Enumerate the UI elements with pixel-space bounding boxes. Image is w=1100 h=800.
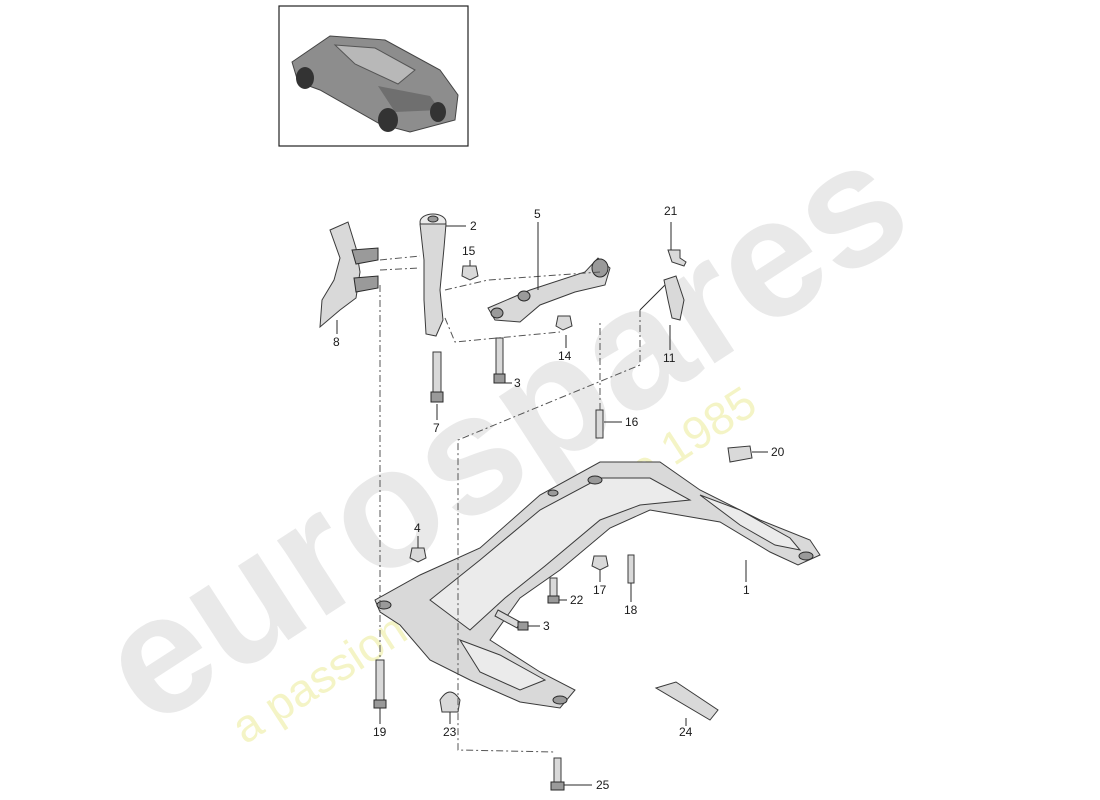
part-1-subframe bbox=[374, 461, 821, 709]
callout-19: 19 bbox=[373, 725, 387, 739]
part-17-nut bbox=[591, 555, 609, 571]
part-15-nut bbox=[461, 265, 479, 281]
leader-lines bbox=[336, 222, 768, 786]
part-4-nut bbox=[409, 547, 427, 563]
callout-20: 20 bbox=[771, 445, 785, 459]
callout-23: 23 bbox=[443, 725, 457, 739]
part-22-bolt bbox=[547, 577, 560, 604]
callout-2: 2 bbox=[470, 219, 477, 233]
assembly-lines bbox=[379, 255, 641, 753]
callout-24: 24 bbox=[679, 725, 693, 739]
part-21-bolt bbox=[667, 249, 687, 267]
part-14-nut bbox=[555, 315, 573, 331]
part-19-bolt bbox=[373, 659, 387, 709]
part-23-cap bbox=[439, 691, 461, 713]
part-20-clip bbox=[727, 445, 753, 463]
callout-25: 25 bbox=[596, 778, 610, 792]
part-11-link-rod bbox=[639, 275, 685, 321]
callout-3-lower: 3 bbox=[543, 619, 550, 633]
callout-8: 8 bbox=[333, 335, 340, 349]
callout-11: 11 bbox=[663, 351, 676, 365]
callout-17: 17 bbox=[593, 583, 607, 597]
part-16-stud bbox=[595, 409, 604, 439]
part-3-bolt-upper bbox=[493, 337, 506, 384]
callout-3-upper: 3 bbox=[514, 376, 521, 390]
part-2-mount bbox=[419, 213, 447, 337]
callout-5: 5 bbox=[534, 207, 541, 221]
callout-14: 14 bbox=[558, 349, 572, 363]
part-18-bolt bbox=[627, 554, 635, 584]
part-24-sleeve bbox=[654, 681, 719, 721]
callout-15: 15 bbox=[462, 244, 476, 258]
callout-18: 18 bbox=[624, 603, 638, 617]
callout-16: 16 bbox=[625, 415, 639, 429]
part-7-bolt bbox=[430, 351, 444, 403]
part-25-bolt bbox=[550, 757, 565, 791]
callout-1: 1 bbox=[743, 583, 750, 597]
callout-22: 22 bbox=[570, 593, 584, 607]
callout-7: 7 bbox=[433, 421, 440, 435]
part-8-bracket bbox=[319, 221, 379, 329]
callouts: 1 2 3 3 4 5 7 8 11 14 15 16 17 18 19 20 … bbox=[333, 204, 785, 792]
vehicle-thumbnail bbox=[278, 5, 469, 147]
callout-21: 21 bbox=[664, 204, 678, 218]
callout-4: 4 bbox=[414, 521, 421, 535]
